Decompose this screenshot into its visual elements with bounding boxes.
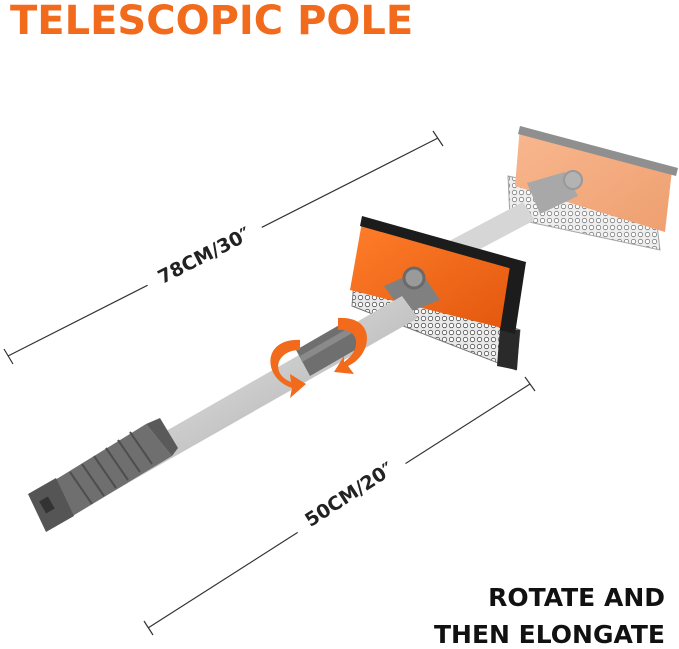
- dimension-line-short: 50CM/20″: [143, 376, 536, 636]
- rotate-arrow-icon: [270, 317, 368, 398]
- caption-line-1: ROTATE AND: [488, 583, 665, 612]
- headline-title: TELESCOPIC POLE: [10, 0, 414, 44]
- extended-squeegee-ghost: [436, 126, 678, 266]
- telescopic-pole: [28, 296, 418, 532]
- squeegee-head: [350, 216, 526, 371]
- caption-line-2: THEN ELONGATE: [433, 620, 665, 649]
